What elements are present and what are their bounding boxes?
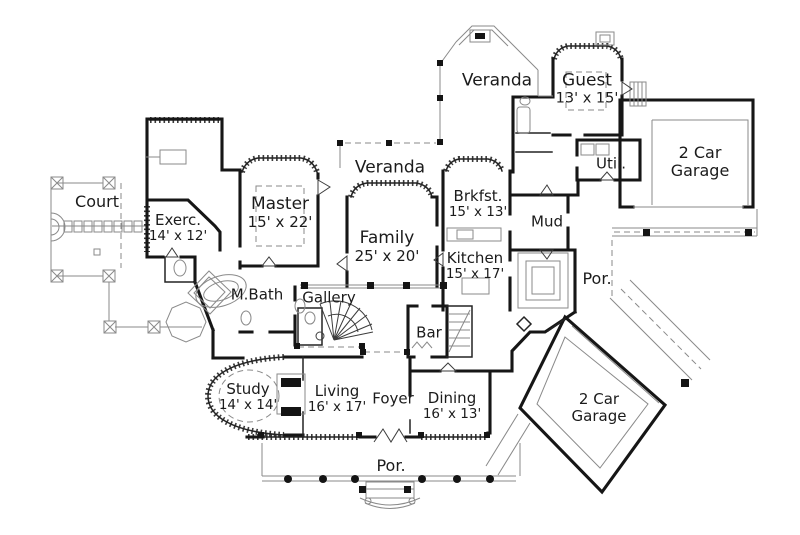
room-label-dining: Dining 16' x 13': [423, 390, 481, 422]
room-label-exercise: Exerc. 14' x 12': [149, 212, 207, 244]
room-dims: 14' x 12': [148, 227, 208, 244]
room-name: Exerc.: [155, 211, 201, 230]
room-label-gallery: Gallery: [302, 288, 356, 307]
room-dims: 14' x 14': [218, 396, 278, 413]
room-label-living: Living 16' x 17': [308, 383, 366, 415]
room-label-veranda-top: Veranda: [461, 70, 533, 91]
room-label-study: Study 14' x 14': [219, 381, 277, 413]
room-label-mbath: M.Bath: [230, 285, 284, 304]
room-dims: 16' x 17': [307, 398, 367, 415]
room-label-court: Court: [75, 192, 119, 212]
room-label-family: Family 25' x 20': [355, 229, 420, 265]
room-name: Family: [359, 228, 415, 249]
room-name: Guest: [562, 70, 612, 91]
room-label-garage-se: 2 Car Garage: [571, 390, 627, 425]
room-name: Brkfst.: [453, 187, 503, 206]
porch-veranda-lines: [261, 25, 758, 509]
room-label-veranda-mid: Veranda: [354, 157, 426, 178]
room-name: Study: [226, 380, 270, 399]
room-dims: 15' x 22': [247, 213, 313, 232]
room-label-mud: Mud: [531, 212, 563, 231]
room-name: Living: [314, 382, 360, 401]
room-dims: 15' x 17': [445, 265, 505, 282]
room-label-guest: Guest 13' x 15': [555, 70, 619, 107]
court-terrace-lines: [50, 176, 202, 334]
stairs: [315, 252, 569, 353]
door-swings: [165, 81, 633, 372]
room-dims: 25' x 20': [354, 247, 420, 266]
posts-columns: [258, 60, 752, 493]
room-label-garage-ne: 2 Car Garage: [670, 143, 730, 180]
room-label-porch-right: Por.: [582, 269, 612, 289]
room-dims: 16' x 13': [422, 405, 482, 422]
room-name: Master: [250, 194, 310, 215]
room-label-foyer: Foyer: [372, 389, 414, 408]
room-label-porch-bottom: Por.: [376, 456, 406, 476]
room-dims: 13' x 15': [555, 90, 619, 107]
room-name: Dining: [427, 389, 477, 408]
room-label-kitchen: Kitchen 15' x 17': [446, 250, 504, 282]
room-label-util: Util.: [596, 154, 626, 173]
room-dims: 15' x 13': [448, 203, 508, 220]
room-label-master: Master 15' x 22': [248, 195, 313, 231]
room-name: Kitchen: [446, 249, 504, 268]
room-label-bar: Bar: [416, 323, 442, 342]
fixtures: [146, 31, 749, 443]
room-label-brkfst: Brkfst. 15' x 13': [449, 188, 507, 220]
